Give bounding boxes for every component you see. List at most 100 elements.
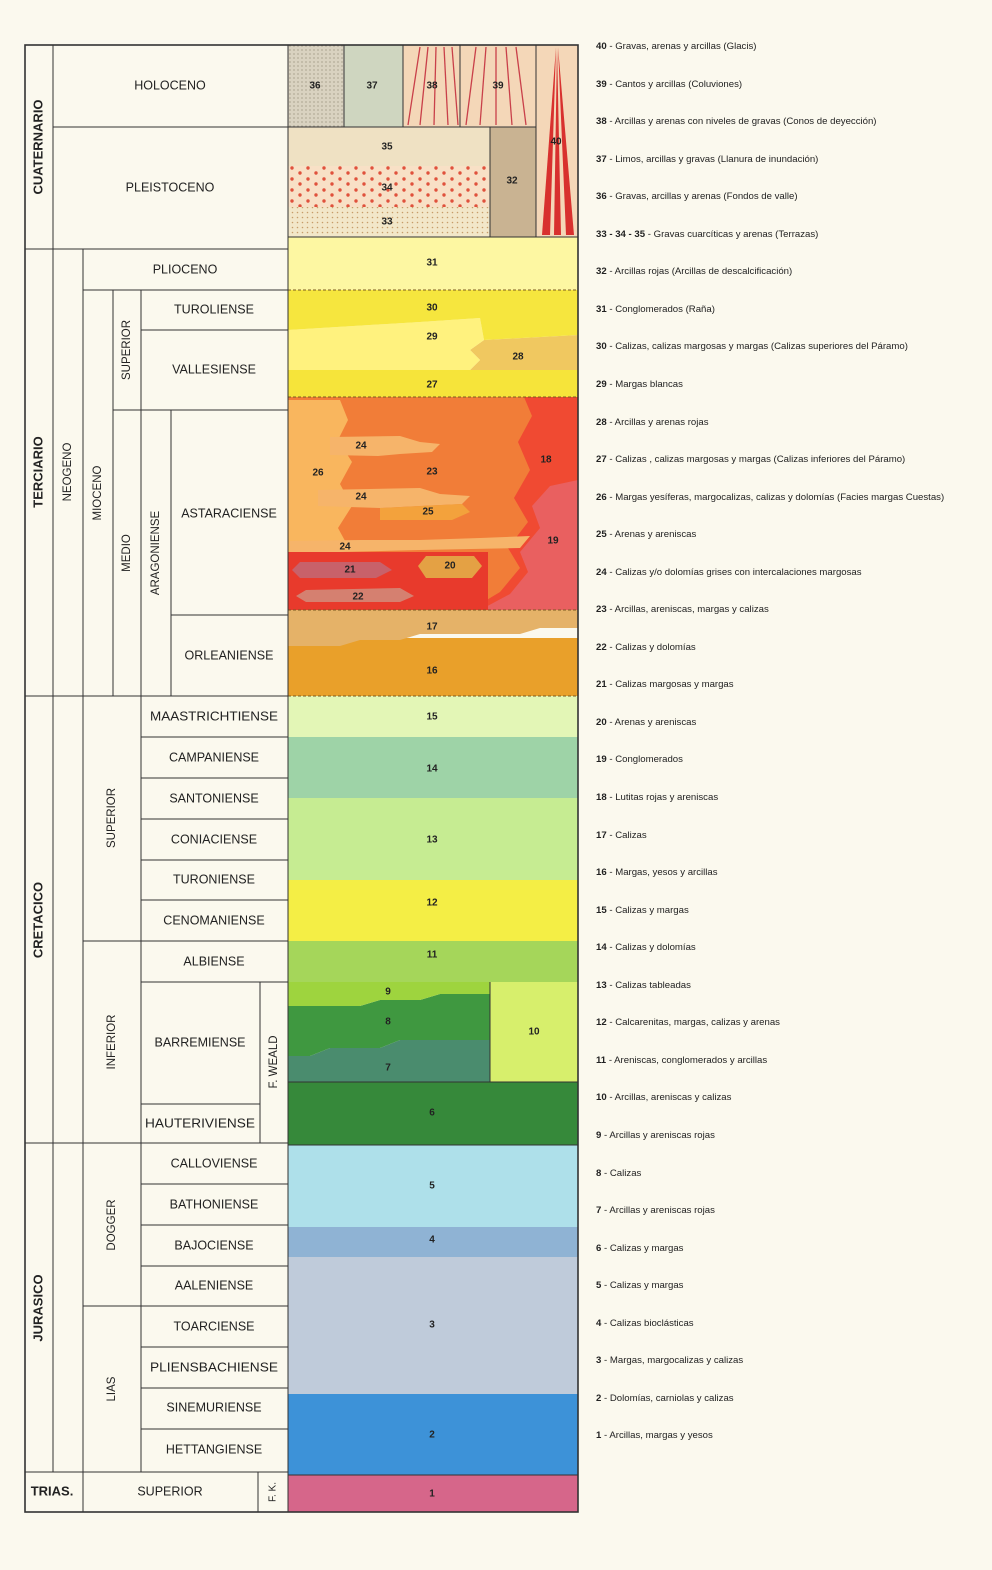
unit-label-32: 32 (506, 176, 518, 187)
legend-item-number: 31 (596, 303, 607, 315)
unit-label-28: 28 (512, 352, 524, 363)
era-label-terciario: TERCIARIO (30, 436, 45, 508)
unit-16-fill (288, 638, 578, 696)
legend-item-number: 15 (596, 904, 607, 916)
legend-item-separator: - (601, 1167, 610, 1179)
legend-item-text: Calizas margosas y margas (615, 679, 734, 691)
stage-label-cenomaniense: CENOMANIENSE (163, 913, 264, 927)
unit-28-fill (470, 335, 578, 370)
epoch-label-mioceno: MIOCENO (92, 465, 104, 520)
era-label-trias: TRIAS. (31, 1483, 74, 1498)
unit-20-fill (418, 556, 482, 578)
era-label-cuaternario: CUATERNARIO (30, 99, 45, 194)
unit-22-fill (296, 588, 414, 602)
unit-1-fill (288, 1475, 578, 1512)
legend-item-text: Arcillas, margas y yesos (609, 1430, 713, 1442)
stage-label-sinemuriense: SINEMURIENSE (166, 1400, 261, 1414)
legend-item-separator: - (601, 1280, 610, 1292)
unit-label-33: 33 (381, 217, 393, 228)
unit-6-fill (288, 1082, 578, 1145)
era-label-cretacico: CRETACICO (30, 882, 45, 958)
legend-item-separator: - (606, 303, 616, 315)
unit-label-21: 21 (344, 565, 356, 576)
legend-item: 33 - 34 - 35 - Gravas cuarcíticas y aren… (596, 226, 984, 244)
legend-item-number: 6 (596, 1242, 602, 1254)
legend-item: 32 - Arcillas rojas (Arcillas de descalc… (596, 263, 984, 281)
unit-label-29: 29 (426, 332, 438, 343)
unit-38-39-fan-lines (407, 46, 527, 126)
stage-label-campaniense: CAMPANIENSE (169, 750, 259, 764)
legend-item-number: 25 (596, 529, 607, 541)
legend-item-number: 36 (596, 191, 607, 203)
legend-item: 31 - Conglomerados (Raña) (596, 301, 984, 319)
legend-item-separator: - (606, 679, 616, 691)
legend-item-number: 1 (596, 1430, 602, 1442)
epoch-label-dogger: DOGGER (106, 1199, 118, 1250)
legend-item-number: 29 (596, 378, 607, 390)
unit-label-15: 15 (426, 712, 438, 723)
legend-item-text: Calizas bioclásticas (609, 1317, 694, 1329)
legend-item-number: 19 (596, 754, 607, 766)
stage-label-santoniense: SANTONIENSE (169, 791, 258, 805)
stage-label-aaleniense: AALENIENSE (175, 1278, 254, 1292)
stage-label-orleaniense: ORLEANIENSE (185, 648, 274, 662)
legend-item-number: 12 (596, 1017, 607, 1029)
stage-label-astaraciense: ASTARACIENSE (181, 506, 277, 520)
unit-label-34: 34 (381, 183, 393, 194)
unit-10-fill (490, 982, 578, 1082)
unit-39-fill (460, 45, 536, 127)
unit-label-26: 26 (312, 468, 324, 479)
unit-label-13: 13 (426, 835, 438, 846)
legend-item: 39 - Cantos y arcillas (Coluviones) (596, 76, 984, 94)
legend-item-separator: - (606, 716, 615, 728)
legend-item: 16 - Margas, yesos y arcillas (596, 864, 984, 882)
legend-item-text: Margas yesíferas, margocalizas, calizas … (615, 491, 945, 503)
unit-21-fill (292, 562, 392, 578)
legend-item-text: Areniscas, conglomerados y arcillas (614, 1054, 768, 1066)
legend-item-number: 23 (596, 604, 607, 616)
legend-item: 3 - Margas, margocalizas y calizas (596, 1352, 984, 1370)
legend-item-number: 18 (596, 792, 607, 803)
legend-item-number: 26 (596, 491, 607, 503)
legend-item-separator: - (606, 867, 616, 879)
legend-item-number: 30 (596, 341, 607, 353)
unit-33-fill (288, 207, 490, 237)
legend-item-separator: - (606, 604, 615, 616)
unit-3-fill (288, 1257, 578, 1394)
unit-label-17: 17 (426, 622, 438, 633)
legend-item-number: 2 (596, 1392, 602, 1404)
legend-item-text: Calizas (615, 829, 647, 841)
epoch-label-inferior-cret: INFERIOR (106, 1015, 118, 1070)
legend-item-separator: - (606, 491, 616, 503)
legend-item-text: Calizas y margas (609, 1280, 684, 1292)
legend-item-separator: - (606, 191, 616, 203)
unit-label-36: 36 (309, 81, 321, 92)
legend-item: 8 - Calizas (596, 1165, 984, 1183)
legend-item: 19 - Conglomerados (596, 751, 984, 769)
legend-item: 26 - Margas yesíferas, margocalizas, cal… (596, 489, 984, 507)
legend-item: 1 - Arcillas, margas y yesos (596, 1427, 984, 1445)
legend-item-text: Calizas y/o dolomías grises con intercal… (615, 566, 862, 578)
legend-item-number: 28 (596, 416, 607, 428)
unconformity-lines (288, 289, 578, 697)
subepoch-label-superior-mio: SUPERIOR (121, 320, 133, 380)
epoch-label-plioceno: PLIOCENO (153, 262, 218, 276)
legend-item-text: Margas, margocalizas y calizas (609, 1355, 744, 1367)
unit-29-fill (288, 318, 484, 370)
epoch-label-superior-trias: SUPERIOR (137, 1484, 202, 1498)
legend-item-separator: - (645, 228, 654, 240)
unit-label-3: 3 (429, 1320, 435, 1331)
legend-item-separator: - (606, 1092, 615, 1104)
stage-label-hauteriviense: HAUTERIVIENSE (145, 1116, 255, 1130)
legend-item-separator: - (606, 904, 616, 916)
unit-24b-fill (318, 488, 470, 508)
stage-label-bathoniense: BATHONIENSE (170, 1197, 259, 1211)
legend-item: 5 - Calizas y margas (596, 1277, 984, 1295)
legend-item-text: Arcillas y arenas con niveles de gravas … (614, 116, 877, 128)
stage-label-turoliense: TUROLIENSE (174, 302, 254, 316)
legend-item-number: 20 (596, 716, 607, 728)
legend-item-number: 22 (596, 641, 607, 653)
legend-item-text: Calizas , calizas margosas y margas (Cal… (615, 454, 906, 466)
legend-item: 12 - Calcarenitas, margas, calizas y are… (596, 1014, 984, 1032)
legend-item-separator: - (606, 153, 616, 165)
